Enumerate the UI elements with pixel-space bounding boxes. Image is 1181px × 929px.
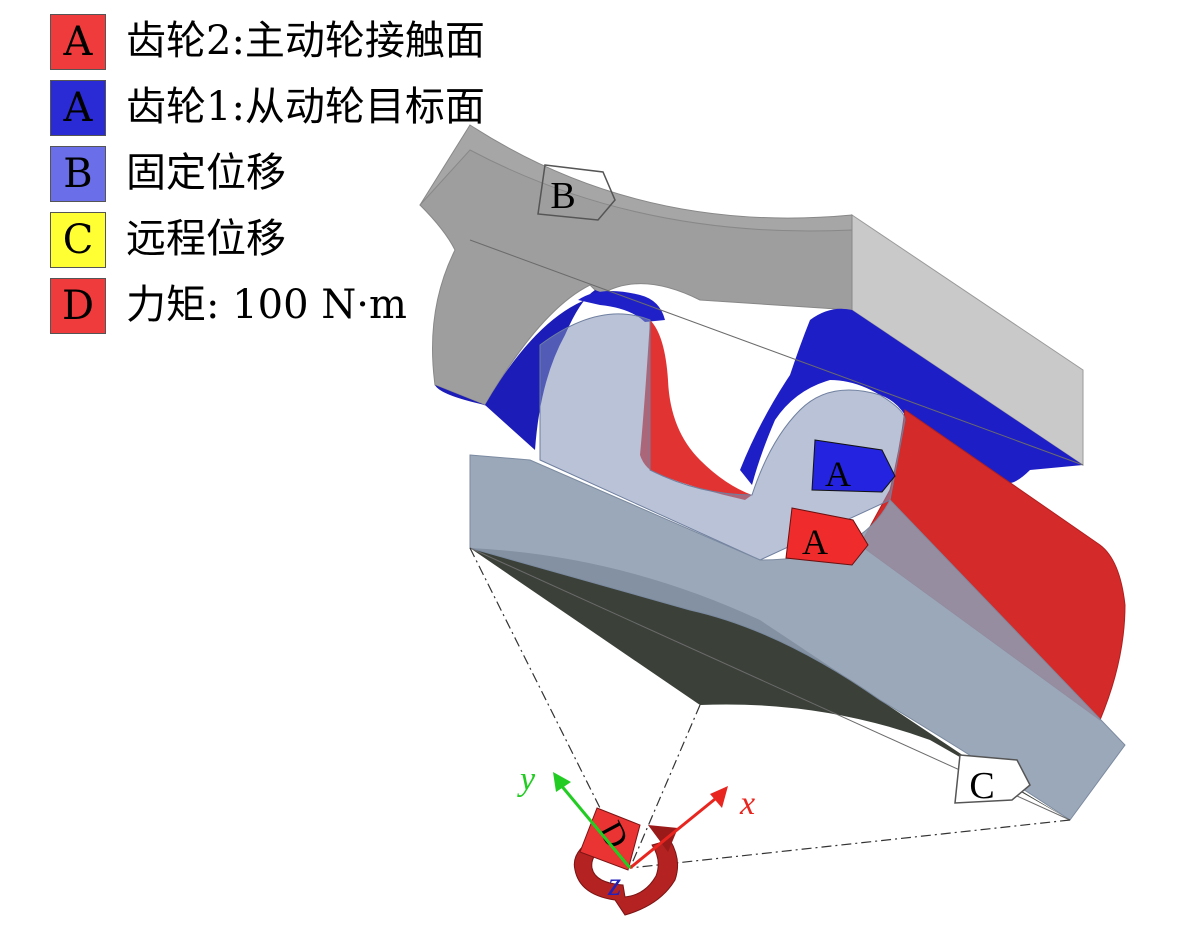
legend-item-remote-displacement: C 远程位移: [50, 208, 570, 268]
x-axis-arrow-icon: [710, 786, 728, 808]
marker-b-label: B: [550, 175, 575, 217]
remote-displacement-lines: [469, 547, 1071, 869]
marker-d: D: [579, 807, 641, 871]
legend-swatch-target: A: [50, 80, 106, 136]
legend-swatch-contact: A: [50, 14, 106, 70]
contact-surface-middle: [640, 320, 752, 500]
target-surface-right: [740, 308, 1083, 485]
legend-swatch-fixed-support: B: [50, 146, 106, 202]
coordinate-triad: x y z: [517, 761, 755, 903]
marker-c-label: C: [969, 765, 994, 807]
legend-item-target: A 齿轮1:从动轮目标面: [50, 76, 570, 136]
z-axis-label: z: [607, 866, 621, 903]
legend-swatch-remote-displacement: C: [50, 212, 106, 268]
legend-label-fixed-support: 固定位移: [126, 150, 286, 196]
legend-label-moment: 力矩: 100 N·m: [126, 282, 407, 328]
y-axis-arrow-icon: [553, 772, 571, 792]
upper-gear-side-face: [419, 149, 853, 406]
y-axis-line: [558, 783, 632, 869]
legend-label-remote-displacement: 远程位移: [126, 216, 286, 262]
model-edge-line: [469, 239, 1084, 466]
target-surface-upper-notch: [578, 291, 665, 322]
marker-a-target-label: A: [825, 454, 851, 494]
legend-item-moment: D 力矩: 100 N·m: [50, 274, 570, 334]
x-axis-line: [629, 793, 721, 870]
x-axis-label: x: [739, 785, 755, 822]
legend-label-contact: 齿轮2:主动轮接触面: [126, 18, 485, 64]
marker-b: B: [537, 164, 616, 221]
marker-a-target: A: [811, 439, 896, 494]
legend-item-contact: A 齿轮2:主动轮接触面: [50, 10, 570, 70]
marker-c: C: [954, 754, 1031, 807]
y-axis-label: y: [517, 761, 536, 798]
legend-label-target: 齿轮1:从动轮目标面: [126, 84, 485, 130]
legend-swatch-moment: D: [50, 278, 106, 334]
marker-a-contact: A: [785, 507, 869, 566]
legend-item-fixed-support: B 固定位移: [50, 142, 570, 202]
marker-a-contact-label: A: [802, 522, 828, 562]
lower-gear-tooth-region: [539, 313, 906, 561]
